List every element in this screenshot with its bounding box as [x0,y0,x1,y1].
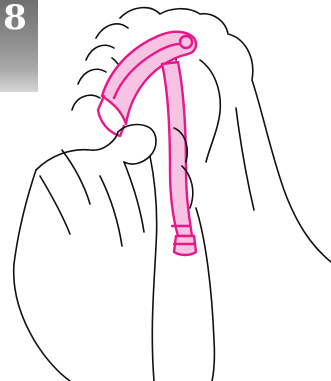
lower-hand-fingers [36,132,118,234]
lower-hand-grip [100,162,144,246]
upper-hand [72,8,331,262]
forearm-right [196,208,214,381]
tube [162,62,196,255]
lower-hand-back [14,170,70,381]
upper-hand-palm [200,60,254,210]
device-hinge [180,36,192,48]
tube-end [174,236,196,255]
lower-hand-wrist [150,156,157,381]
